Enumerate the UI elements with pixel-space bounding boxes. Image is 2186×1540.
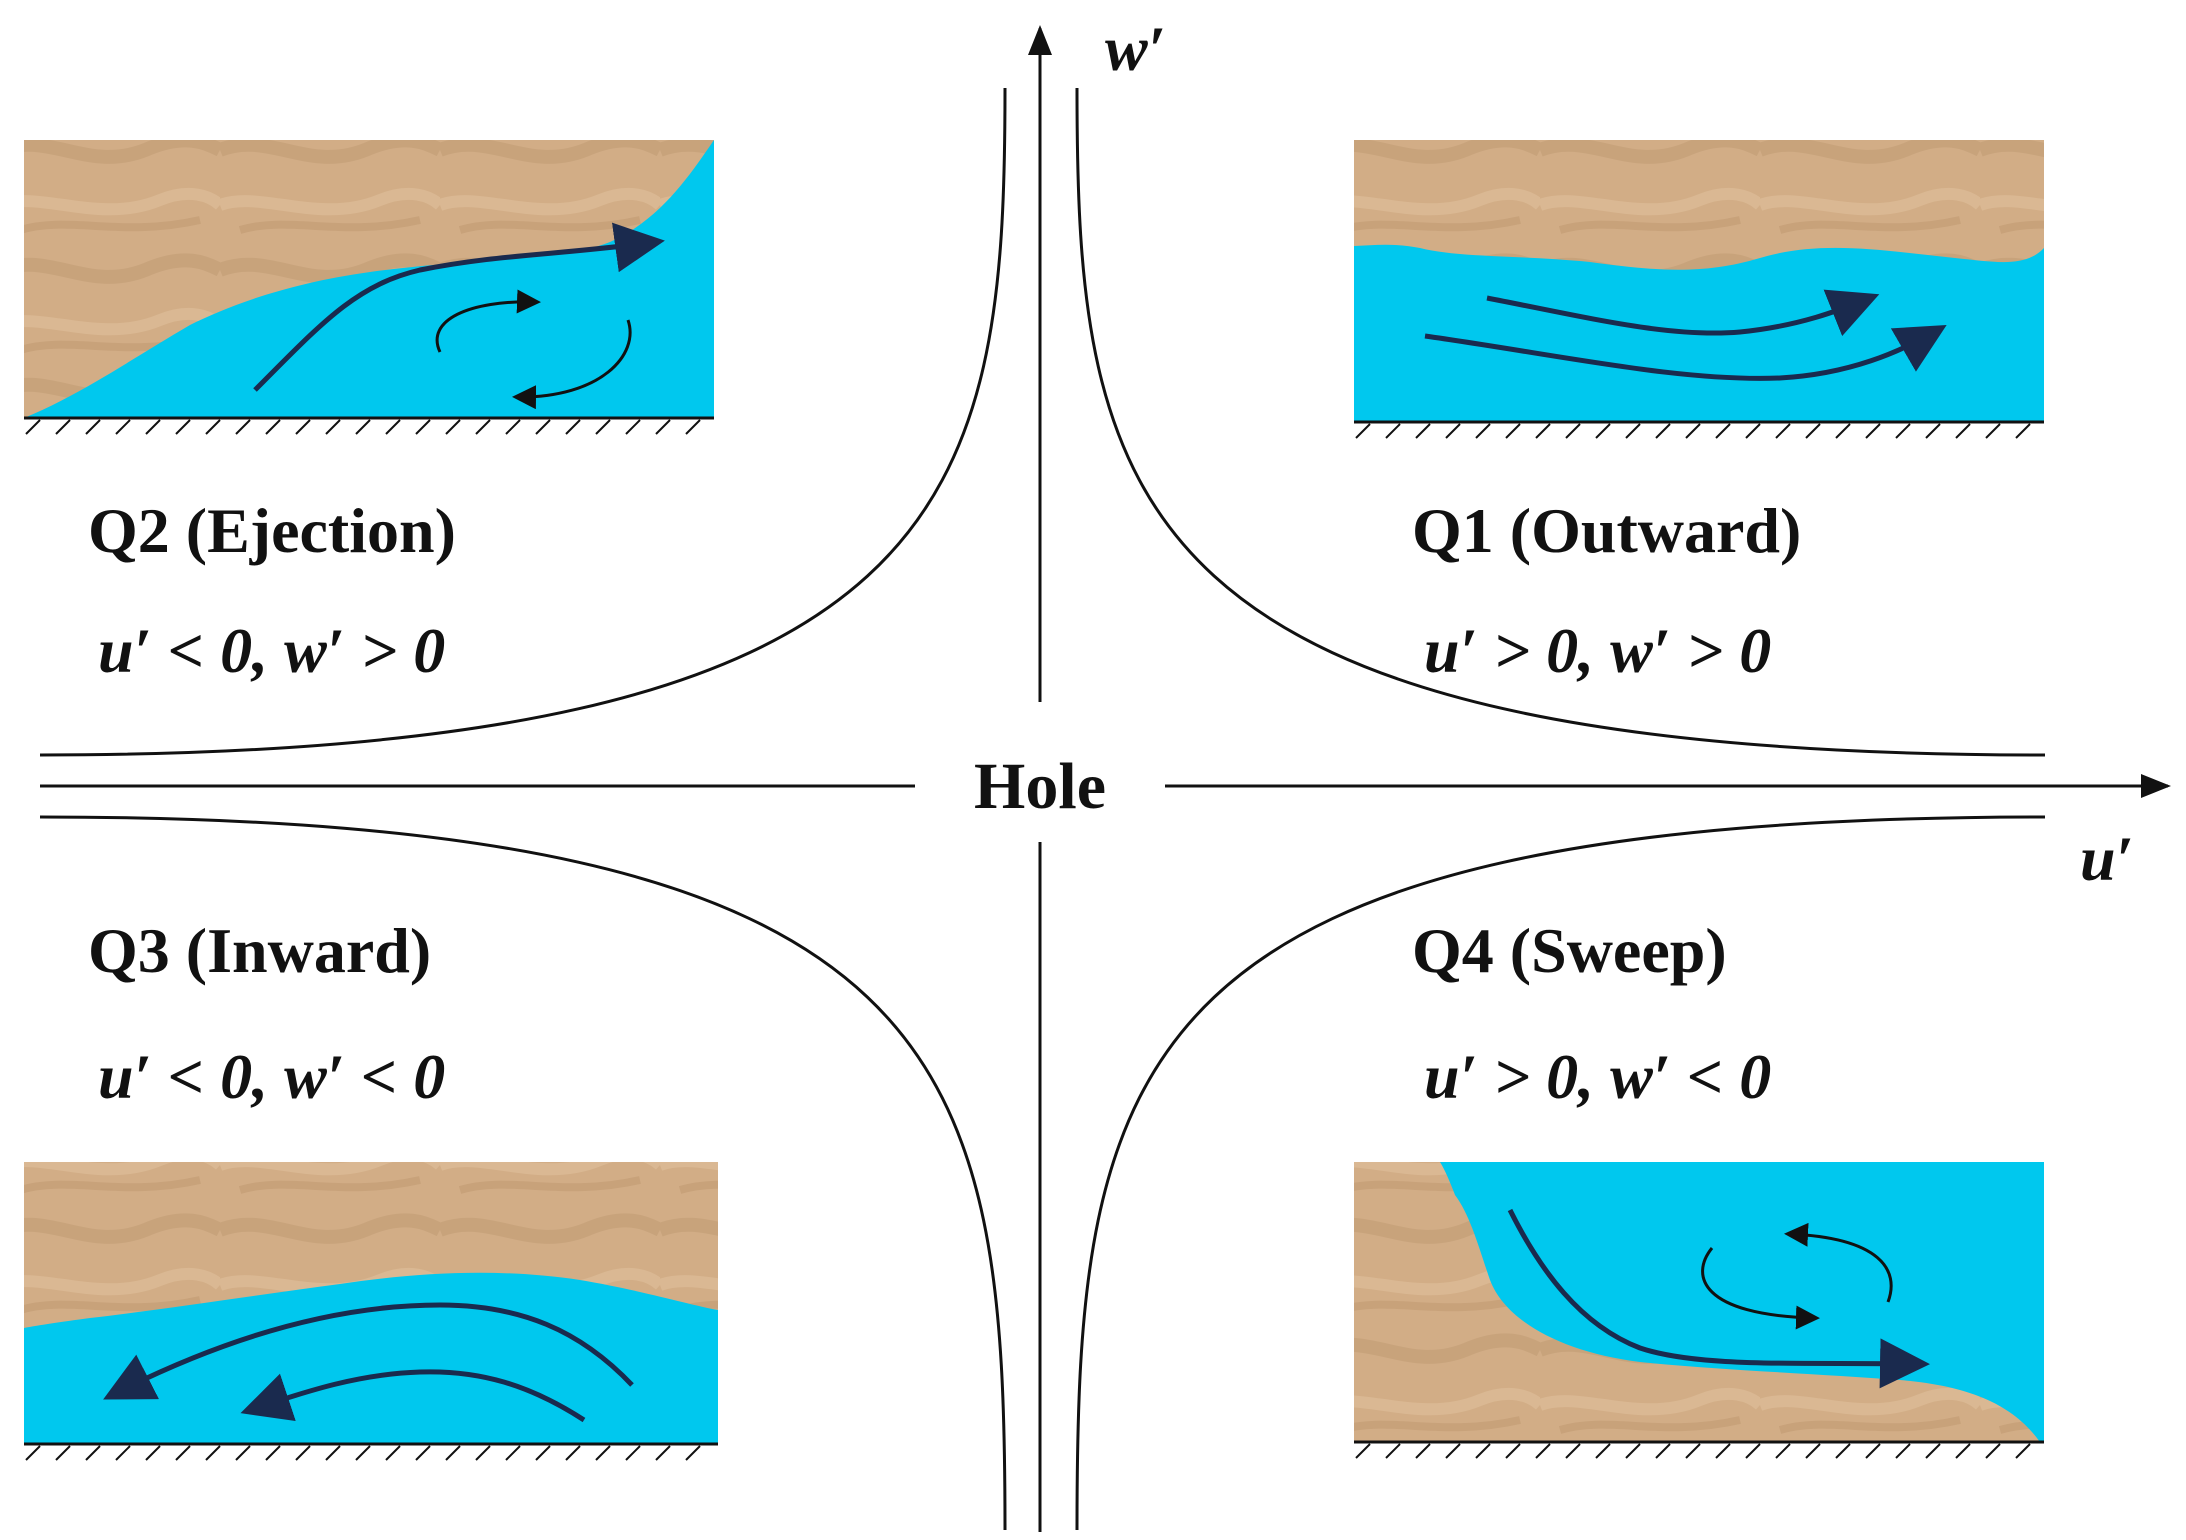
q3-title: Q3 (Inward) [88, 915, 431, 986]
axes: w′ u′ Hole [40, 13, 2171, 1532]
curve-q4 [1075, 815, 2046, 1531]
panel-q3-inward [24, 1162, 718, 1461]
curve-q2 [39, 87, 1007, 757]
eddy-arc-upper [435, 289, 541, 353]
bed-hatching [1355, 423, 2031, 439]
flow-arrow-lower [1424, 324, 1947, 381]
panel-q2-ejection [24, 140, 714, 435]
sand-region [1354, 140, 2044, 270]
flow-arrow [253, 222, 665, 392]
bed-hatching [25, 1445, 701, 1461]
panel-q1-outward [1354, 140, 2044, 439]
panel-q4-sweep [1354, 1162, 2044, 1459]
q4-title: Q4 (Sweep) [1412, 915, 1727, 986]
bed-hatching [1355, 1443, 2031, 1459]
quadrant-labels: Q2 (Ejection) u′ < 0, w′ > 0 Q1 (Outward… [88, 495, 1801, 1112]
eddy-arc-upper [1784, 1222, 1893, 1303]
sand-region [24, 140, 714, 418]
q3-condition: u′ < 0, w′ < 0 [98, 1041, 445, 1112]
q2-title: Q2 (Ejection) [88, 495, 456, 566]
q1-condition: u′ > 0, w′ > 0 [1424, 615, 1771, 686]
flow-arrow [1507, 1208, 1930, 1389]
hole-label: Hole [974, 750, 1106, 823]
curve-q3 [39, 815, 1007, 1531]
flow-arrow-upper [103, 1302, 634, 1400]
hole-boundary-curves [39, 87, 2046, 1531]
eddy-arc-lower [512, 319, 632, 410]
q2-condition: u′ < 0, w′ > 0 [98, 615, 445, 686]
bed-hatching [25, 419, 701, 435]
axis-label-u: u′ [2080, 823, 2134, 894]
flow-arrow-upper [1486, 289, 1880, 337]
sand-region [24, 1162, 718, 1328]
curve-q1 [1075, 87, 2046, 757]
eddy-arc-lower [1701, 1247, 1820, 1330]
axis-label-w: w′ [1105, 13, 1166, 84]
q1-title: Q1 (Outward) [1412, 495, 1801, 566]
q4-condition: u′ > 0, w′ < 0 [1424, 1041, 1771, 1112]
flow-arrow-lower [240, 1369, 586, 1423]
